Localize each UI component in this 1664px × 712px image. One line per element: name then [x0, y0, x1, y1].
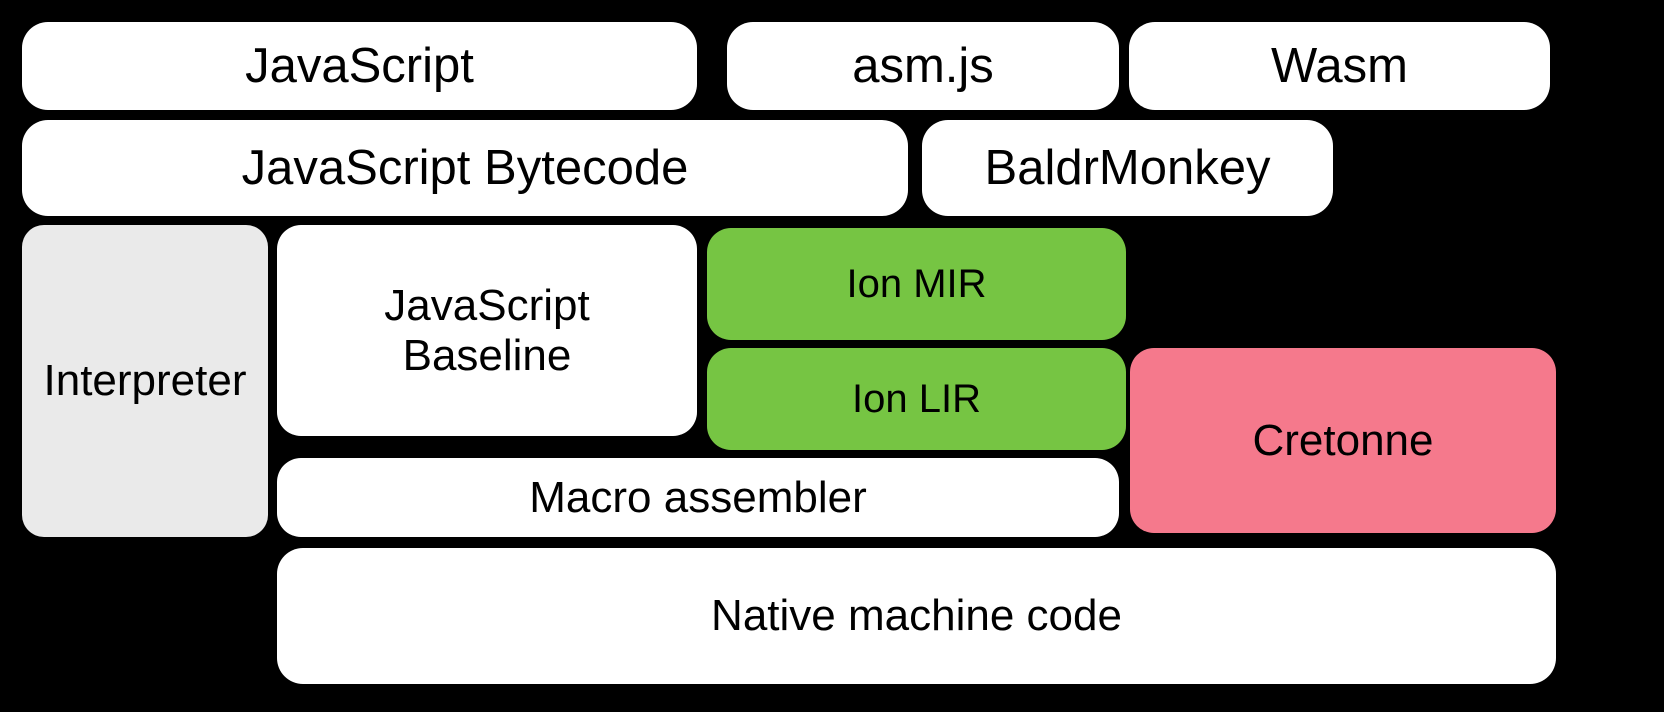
- node-macro-assembler[interactable]: Macro assembler: [277, 458, 1119, 537]
- node-macro-assembler-label: Macro assembler: [529, 472, 867, 522]
- node-native-machine-code-label: Native machine code: [711, 591, 1122, 641]
- node-javascript-bytecode-label: JavaScript Bytecode: [241, 140, 689, 195]
- node-javascript-baseline-label: JavaScript Baseline: [384, 281, 590, 380]
- node-baldrmonkey-label: BaldrMonkey: [984, 140, 1271, 195]
- node-javascript-label: JavaScript: [245, 38, 474, 93]
- node-ion-lir[interactable]: Ion LIR: [707, 348, 1126, 450]
- node-javascript[interactable]: JavaScript: [22, 22, 697, 110]
- node-wasm-label: Wasm: [1271, 38, 1408, 93]
- node-cretonne-label: Cretonne: [1252, 415, 1434, 465]
- node-interpreter[interactable]: Interpreter: [22, 225, 268, 537]
- node-interpreter-label: Interpreter: [43, 356, 247, 406]
- node-baldrmonkey[interactable]: BaldrMonkey: [922, 120, 1333, 216]
- node-native-machine-code[interactable]: Native machine code: [277, 548, 1556, 684]
- node-asmjs-label: asm.js: [852, 38, 994, 93]
- node-cretonne[interactable]: Cretonne: [1130, 348, 1556, 533]
- node-wasm[interactable]: Wasm: [1129, 22, 1550, 110]
- node-ion-mir[interactable]: Ion MIR: [707, 228, 1126, 340]
- node-asmjs[interactable]: asm.js: [727, 22, 1119, 110]
- node-ion-mir-label: Ion MIR: [846, 261, 987, 306]
- node-javascript-baseline[interactable]: JavaScript Baseline: [277, 225, 697, 436]
- node-javascript-bytecode[interactable]: JavaScript Bytecode: [22, 120, 908, 216]
- node-ion-lir-label: Ion LIR: [852, 376, 981, 421]
